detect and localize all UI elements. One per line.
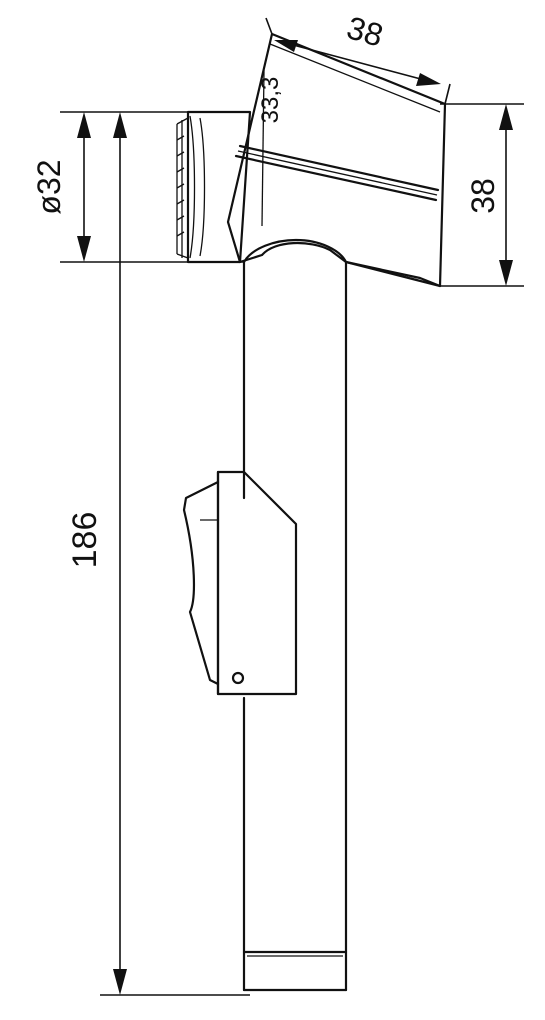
dimension-total-height: 186 [66, 112, 127, 995]
dimension-label-diameter: ø32 [31, 159, 67, 214]
nozzle-ring [176, 117, 189, 259]
dimension-head-height: 38 [465, 104, 513, 286]
dimension-label-width: 38 [343, 9, 387, 53]
dimension-head-width: 38 [265, 9, 451, 105]
extension-lines [60, 103, 524, 996]
dimension-label-face: 33,3 [257, 77, 284, 124]
dimension-head-face: 33,3 [257, 77, 284, 124]
trigger-lever [182, 470, 298, 696]
dimension-label-height: 38 [465, 178, 501, 214]
spray-head [176, 32, 447, 288]
dimension-diameter: ø32 [31, 112, 91, 262]
dimension-label-186: 186 [66, 512, 104, 569]
handle-body [242, 238, 348, 992]
